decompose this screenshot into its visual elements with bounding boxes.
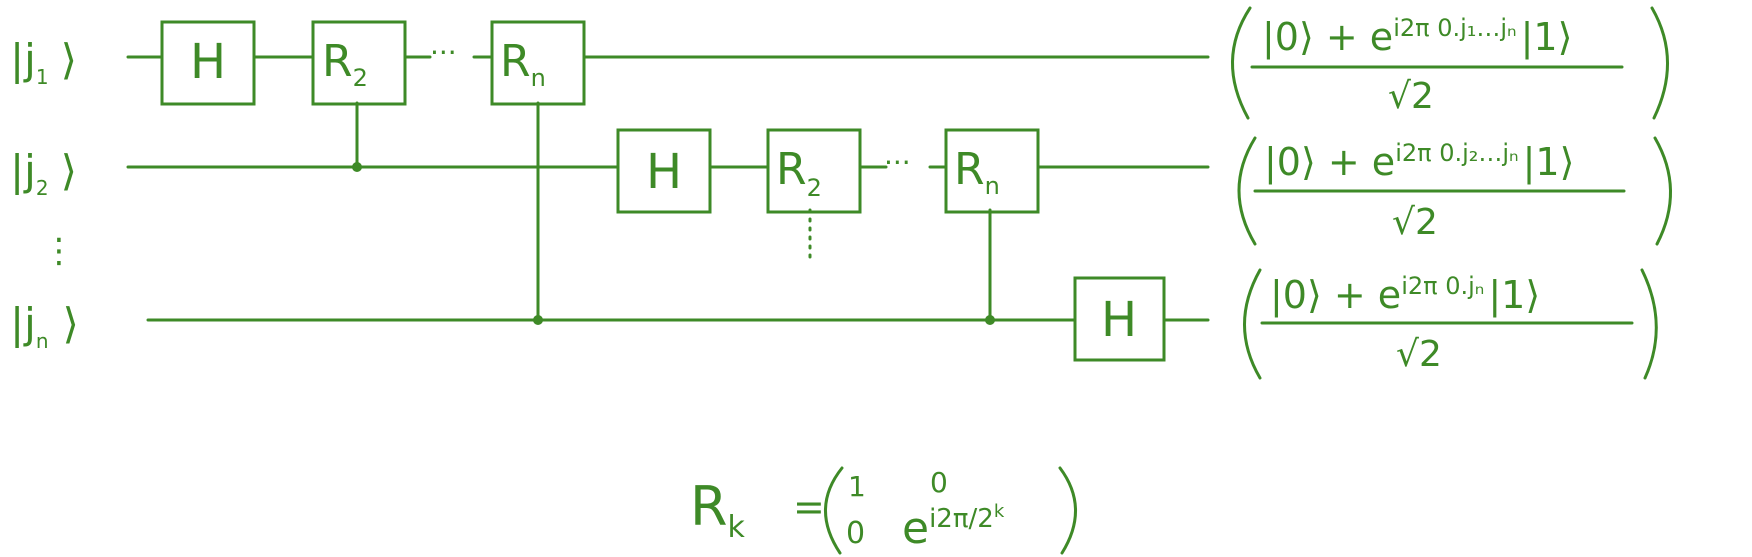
gate-rn-2-label: Rn — [954, 144, 1000, 200]
input-ellipsis: ⋮ — [42, 231, 76, 271]
input-ket-n: |jn⟩ — [10, 299, 79, 353]
formula-m12: 0 — [930, 466, 948, 499]
input-ket-1: |j1⟩ — [10, 35, 77, 89]
output-n-denominator: √2 — [1396, 334, 1442, 375]
output-1-denominator: √2 — [1388, 76, 1434, 117]
control-dot-rn-top — [533, 315, 543, 325]
output-1-left-paren — [1231, 6, 1252, 120]
input-ket-2: |j2⟩ — [10, 146, 77, 200]
gate-h-1-label: H — [190, 34, 226, 90]
gate-rn-1-label: Rn — [500, 36, 546, 92]
output-n-left-paren — [1243, 268, 1262, 380]
gate-rn-2-box — [944, 128, 1040, 214]
formula-left-paren — [824, 466, 844, 555]
gate-rn-1-box — [490, 20, 586, 106]
output-n-numerator: |0⟩ + ei2π 0.jₙ|1⟩ — [1270, 272, 1540, 318]
gate-r2-2-box — [766, 128, 862, 214]
gate-h-2-box — [616, 128, 712, 214]
output-1-right-paren — [1650, 6, 1669, 120]
gate-r2-1-label: R2 — [322, 36, 368, 92]
formula-m11: 1 — [848, 470, 866, 503]
formula-m21: 0 — [846, 516, 865, 551]
gate-h-n-label: H — [1101, 292, 1137, 348]
gate-h-1-box — [160, 20, 256, 106]
wire-1-ellipsis: ··· — [430, 36, 457, 69]
control-dot-r2-top — [352, 162, 362, 172]
output-n-right-paren — [1640, 268, 1658, 380]
output-2-denominator: √2 — [1392, 202, 1438, 243]
formula-equals: = — [793, 485, 825, 529]
gate-h-2-label: H — [646, 144, 682, 200]
gate-r2-2-label: R2 — [776, 144, 822, 202]
wire-2-ellipsis: ··· — [884, 146, 911, 179]
control-dot-rn-second — [985, 315, 995, 325]
output-2-left-paren — [1237, 136, 1257, 246]
output-2-numerator: |0⟩ + ei2π 0.j₂…jₙ|1⟩ — [1264, 139, 1574, 185]
formula-right-paren — [1058, 466, 1077, 555]
output-1-numerator: |0⟩ + ei2π 0.j₁…jₙ|1⟩ — [1262, 14, 1572, 60]
gate-h-n-box — [1073, 276, 1166, 362]
formula-lhs: Rk — [690, 475, 746, 545]
gate-r2-1-box — [311, 20, 407, 106]
formula-m22: ei2π/2k — [902, 501, 1005, 554]
output-2-right-paren — [1653, 136, 1672, 246]
